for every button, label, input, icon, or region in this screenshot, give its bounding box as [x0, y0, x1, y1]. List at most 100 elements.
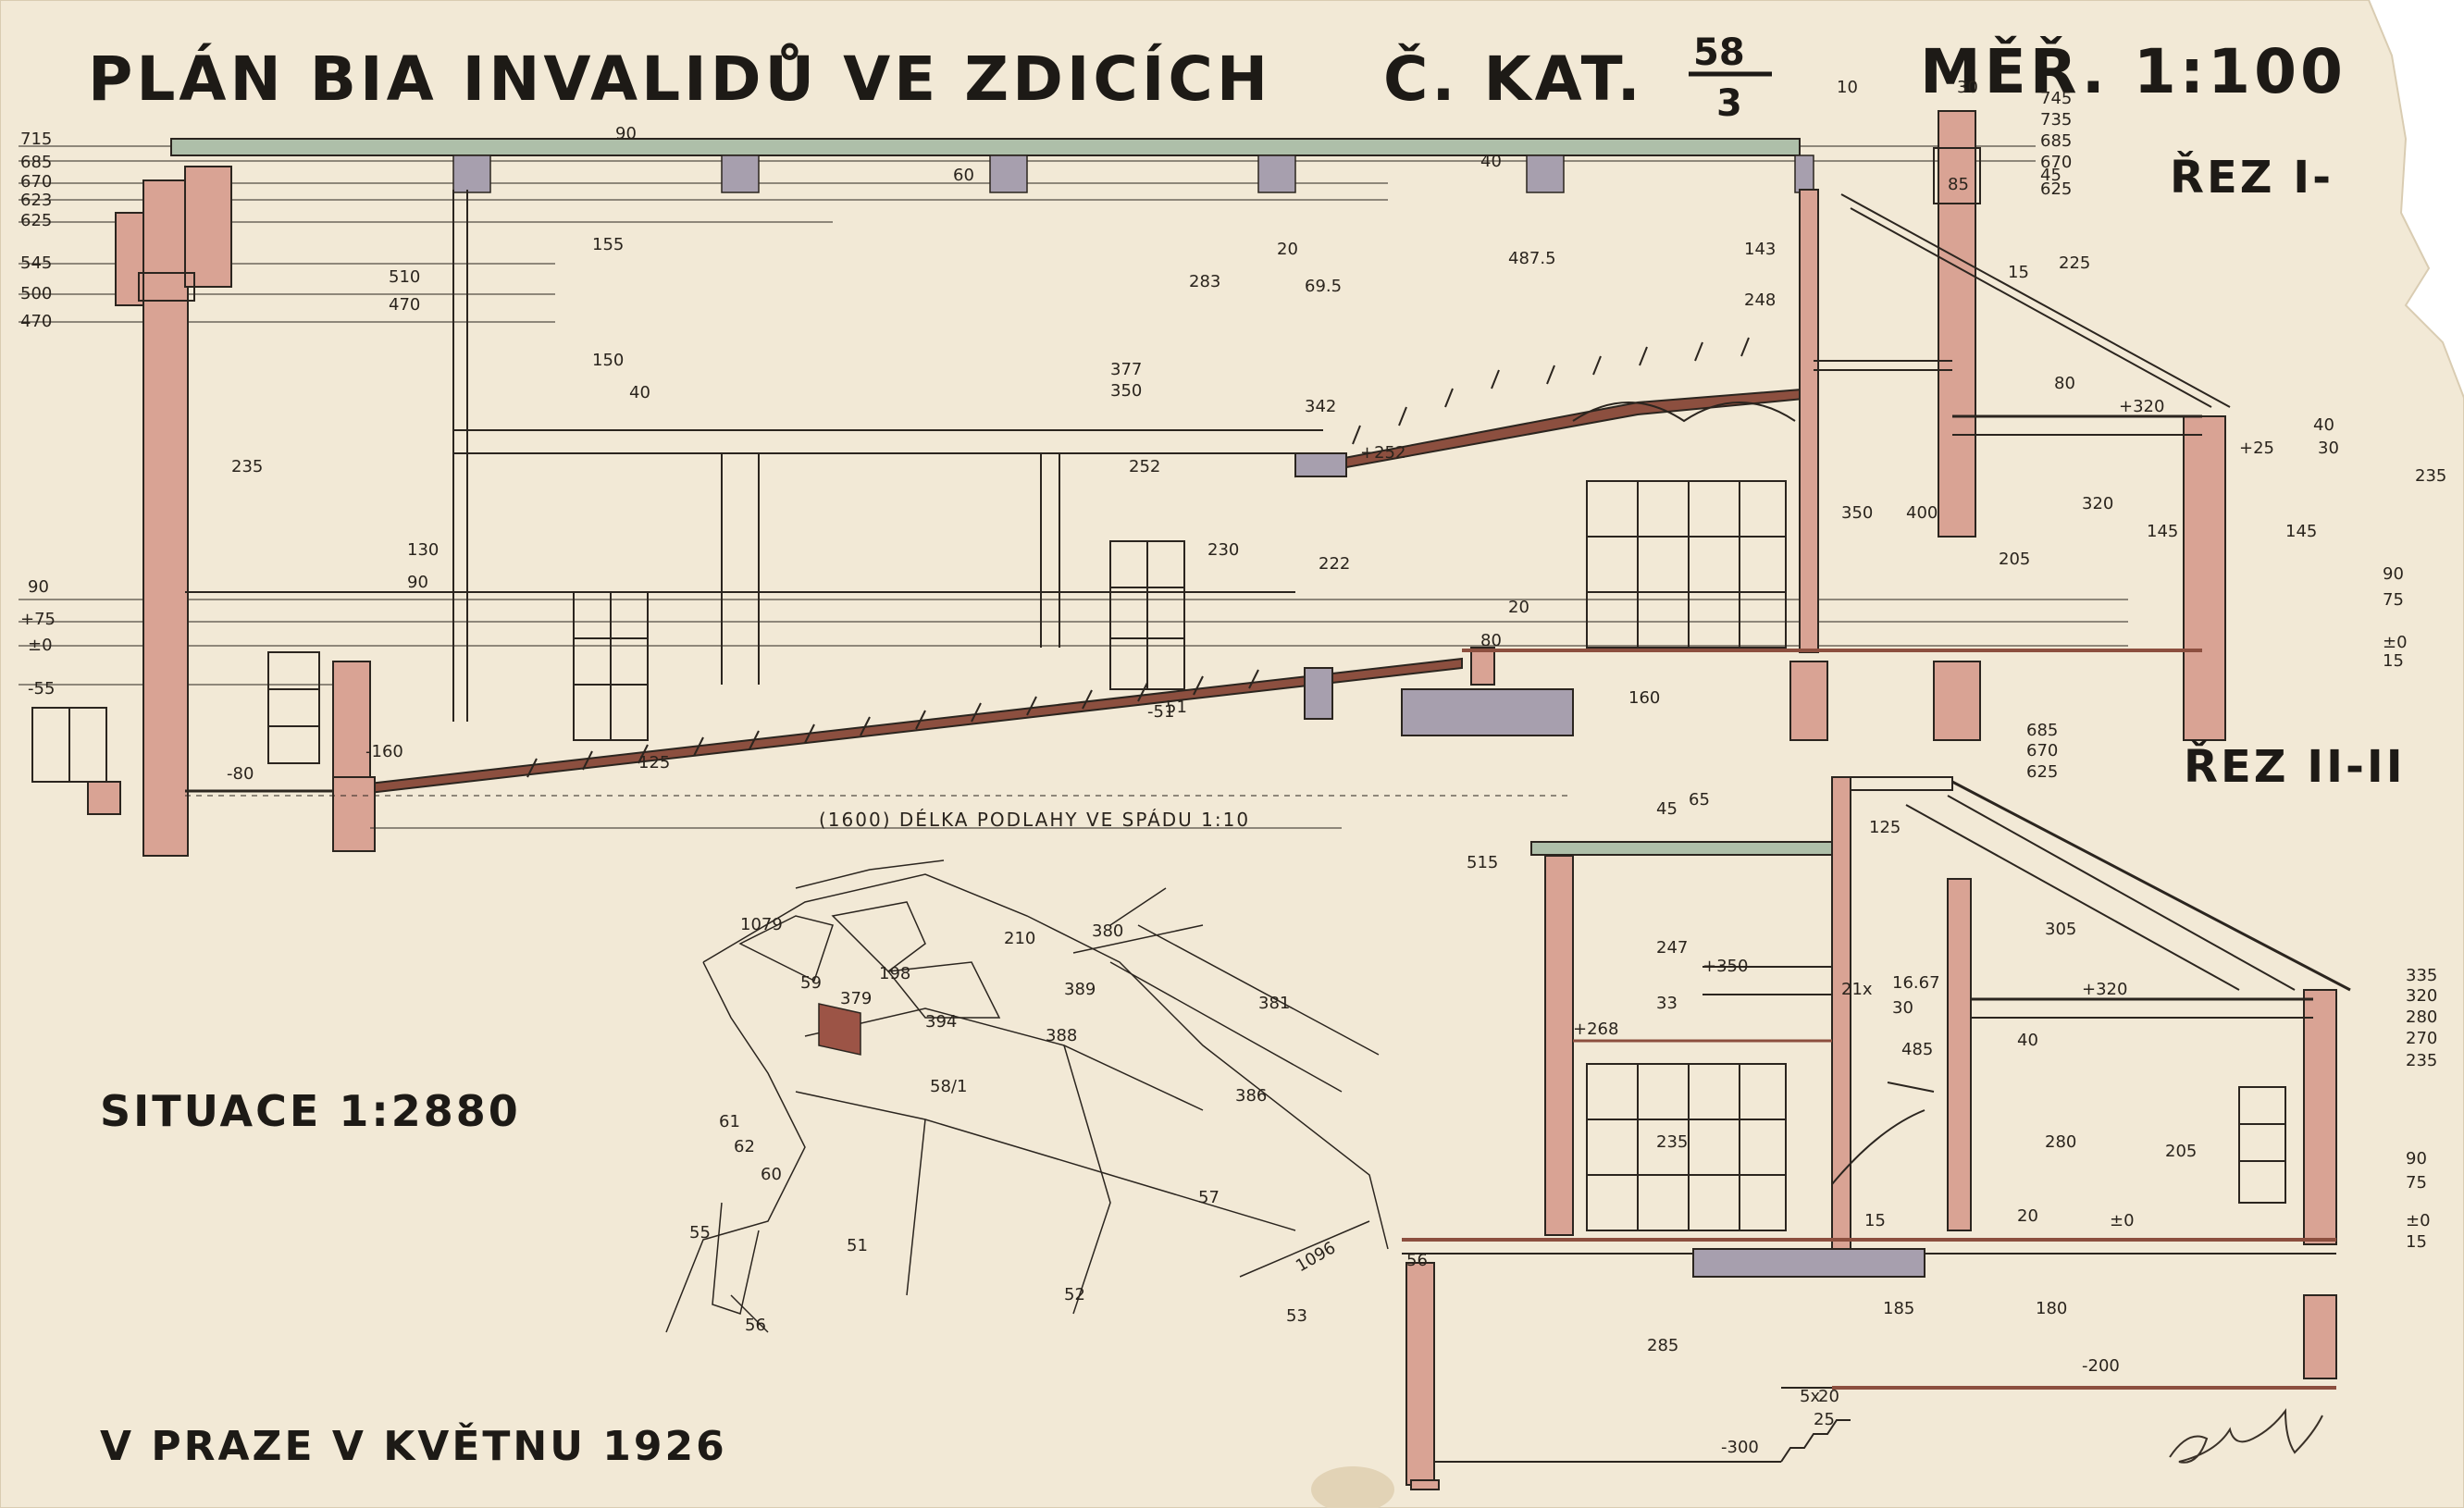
dimension-label: +252	[1360, 443, 1405, 463]
parcel-label: 381	[1258, 994, 1290, 1013]
dimension-label: 15	[2008, 263, 2029, 282]
dimension-label: 150	[592, 351, 624, 370]
dimension-label: -51	[1147, 702, 1174, 722]
dimension-label: 225	[2059, 253, 2090, 273]
dimension-label: 305	[2045, 920, 2076, 939]
parcel-label: 379	[840, 989, 872, 1008]
dimension-label: 320	[2082, 494, 2113, 513]
right-level-labels-2: 90 75 ±0 15	[2383, 564, 2408, 671]
level-label: ±0	[2406, 1211, 2431, 1230]
level-label: 685	[2026, 721, 2058, 740]
parcel-label: 52	[1064, 1285, 1085, 1304]
section-2-roof	[1530, 841, 1833, 856]
dimension-label: 5x	[1800, 1387, 1820, 1406]
dimension-label: 283	[1189, 272, 1220, 291]
parcel-label: 1079	[740, 915, 783, 934]
door-1	[573, 591, 649, 741]
dimension-label: 40	[629, 383, 650, 402]
dimension-label: 10	[1837, 78, 1858, 97]
dimension-label: ±0	[2110, 1211, 2135, 1230]
level-label: 15	[2383, 651, 2404, 671]
dimension-label: 80	[2054, 374, 2075, 393]
level-label: 685	[20, 153, 52, 172]
dimension-label: 16.67	[1892, 973, 1940, 993]
parcel-label: 57	[1198, 1188, 1220, 1207]
right-level-labels-1: 745 735 685 670 625	[2040, 89, 2072, 199]
section-2-window	[1586, 1063, 1787, 1231]
level-label: 90	[2383, 564, 2404, 584]
dimension-label: 25	[1814, 1410, 1835, 1429]
dimension-label: 143	[1744, 240, 1776, 259]
dimension-label: 487.5	[1508, 249, 1556, 268]
right-level-labels-5: 90 75 ±0 15	[2406, 1149, 2431, 1252]
level-label: +75	[20, 610, 56, 629]
right-level-labels-3: 685 670 625	[2026, 721, 2058, 782]
dimension-label: 515	[1467, 853, 1498, 872]
dimension-label: 145	[2147, 522, 2178, 541]
dimension-label: 230	[1207, 540, 1239, 560]
dimension-label: 30	[1957, 78, 1978, 97]
situation-map	[665, 859, 1389, 1333]
section-1-dimensions: 90 510 470 155 150 40 235 130 90 283 69.…	[227, 78, 2446, 784]
parcel-label: 389	[1064, 980, 1096, 999]
dimension-label: 125	[638, 753, 670, 773]
parcel-label: 53	[1286, 1306, 1307, 1326]
dimension-label: 69.5	[1305, 277, 1342, 296]
title-cadastre-den: 3	[1716, 82, 1742, 125]
side-building	[31, 707, 121, 815]
situation-label: SITUACE 1:2880	[100, 1086, 521, 1136]
parcel-label: 55	[689, 1223, 711, 1242]
level-label: 670	[2026, 741, 2058, 760]
level-label: 470	[20, 312, 52, 331]
level-label: 15	[2406, 1232, 2427, 1252]
left-cornice-block	[138, 272, 195, 302]
parcel-label: 388	[1046, 1026, 1077, 1045]
level-label: 670	[20, 172, 52, 192]
dimension-label: 285	[1647, 1336, 1678, 1355]
dimension-label: 20	[2017, 1206, 2038, 1226]
dimension-label: -200	[2082, 1356, 2120, 1376]
dimension-label: 20	[1818, 1387, 1839, 1406]
level-label: 735	[2040, 110, 2072, 130]
dimension-label: 180	[2036, 1299, 2067, 1318]
parcel-label: 198	[879, 964, 910, 983]
level-label: 270	[2406, 1029, 2437, 1048]
level-label: 280	[2406, 1007, 2437, 1027]
parcel-label: 386	[1235, 1086, 1267, 1106]
dimension-label: 60	[953, 166, 974, 185]
level-label: 75	[2383, 590, 2404, 610]
door-3	[267, 651, 320, 764]
dimension-label: 280	[2045, 1132, 2076, 1152]
projection-wall	[1799, 189, 1819, 653]
dimension-label: +320	[2082, 980, 2127, 999]
dimension-label: 130	[407, 540, 439, 560]
dimension-label: 235	[1656, 1132, 1688, 1152]
level-label: 715	[20, 130, 52, 149]
dimension-label: 56	[1406, 1251, 1428, 1270]
dimension-label: 65	[1689, 790, 1710, 810]
dimension-label: 350	[1841, 503, 1873, 523]
title-cadastre-num: 58	[1693, 31, 1745, 74]
parcel-label: 394	[925, 1012, 957, 1032]
door-2	[1109, 540, 1185, 690]
level-label: 500	[20, 284, 52, 303]
dimension-label: 45	[2040, 166, 2062, 185]
left-wall	[142, 179, 189, 857]
dimension-label: 21x	[1841, 980, 1873, 999]
signature	[2169, 1408, 2323, 1464]
parcel-59	[818, 1003, 861, 1056]
level-label: 745	[2040, 89, 2072, 108]
dimension-label: +350	[1703, 957, 1748, 976]
level-label: ±0	[2383, 633, 2408, 652]
parcel-label: 60	[761, 1165, 782, 1184]
dimension-label: 400	[1906, 503, 1938, 523]
parcel-label: 58/1	[930, 1077, 967, 1096]
left-parapet	[184, 166, 232, 288]
roof-beams	[452, 155, 1814, 193]
level-label: 75	[2406, 1173, 2427, 1193]
level-label: 625	[2040, 179, 2072, 199]
level-label: 90	[28, 577, 49, 597]
section-2-drawing	[1402, 776, 2351, 1490]
title-cadastre-prefix: Č. KAT.	[1383, 43, 1644, 115]
